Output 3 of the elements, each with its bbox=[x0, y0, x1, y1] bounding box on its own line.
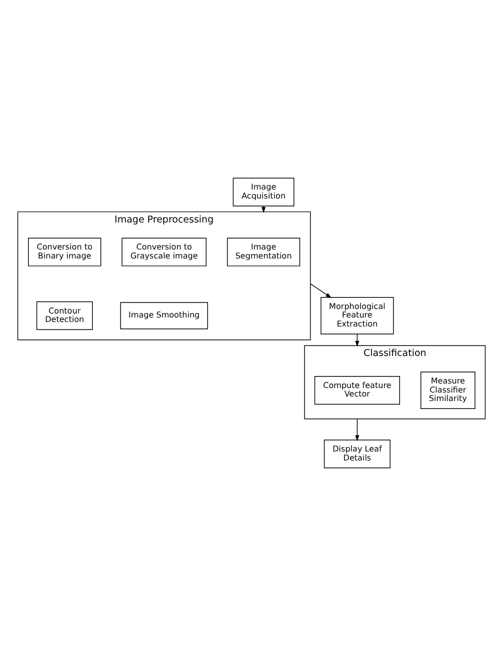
arrow bbox=[354, 418, 359, 441]
arrow bbox=[310, 283, 332, 298]
arrow bbox=[261, 205, 266, 212]
